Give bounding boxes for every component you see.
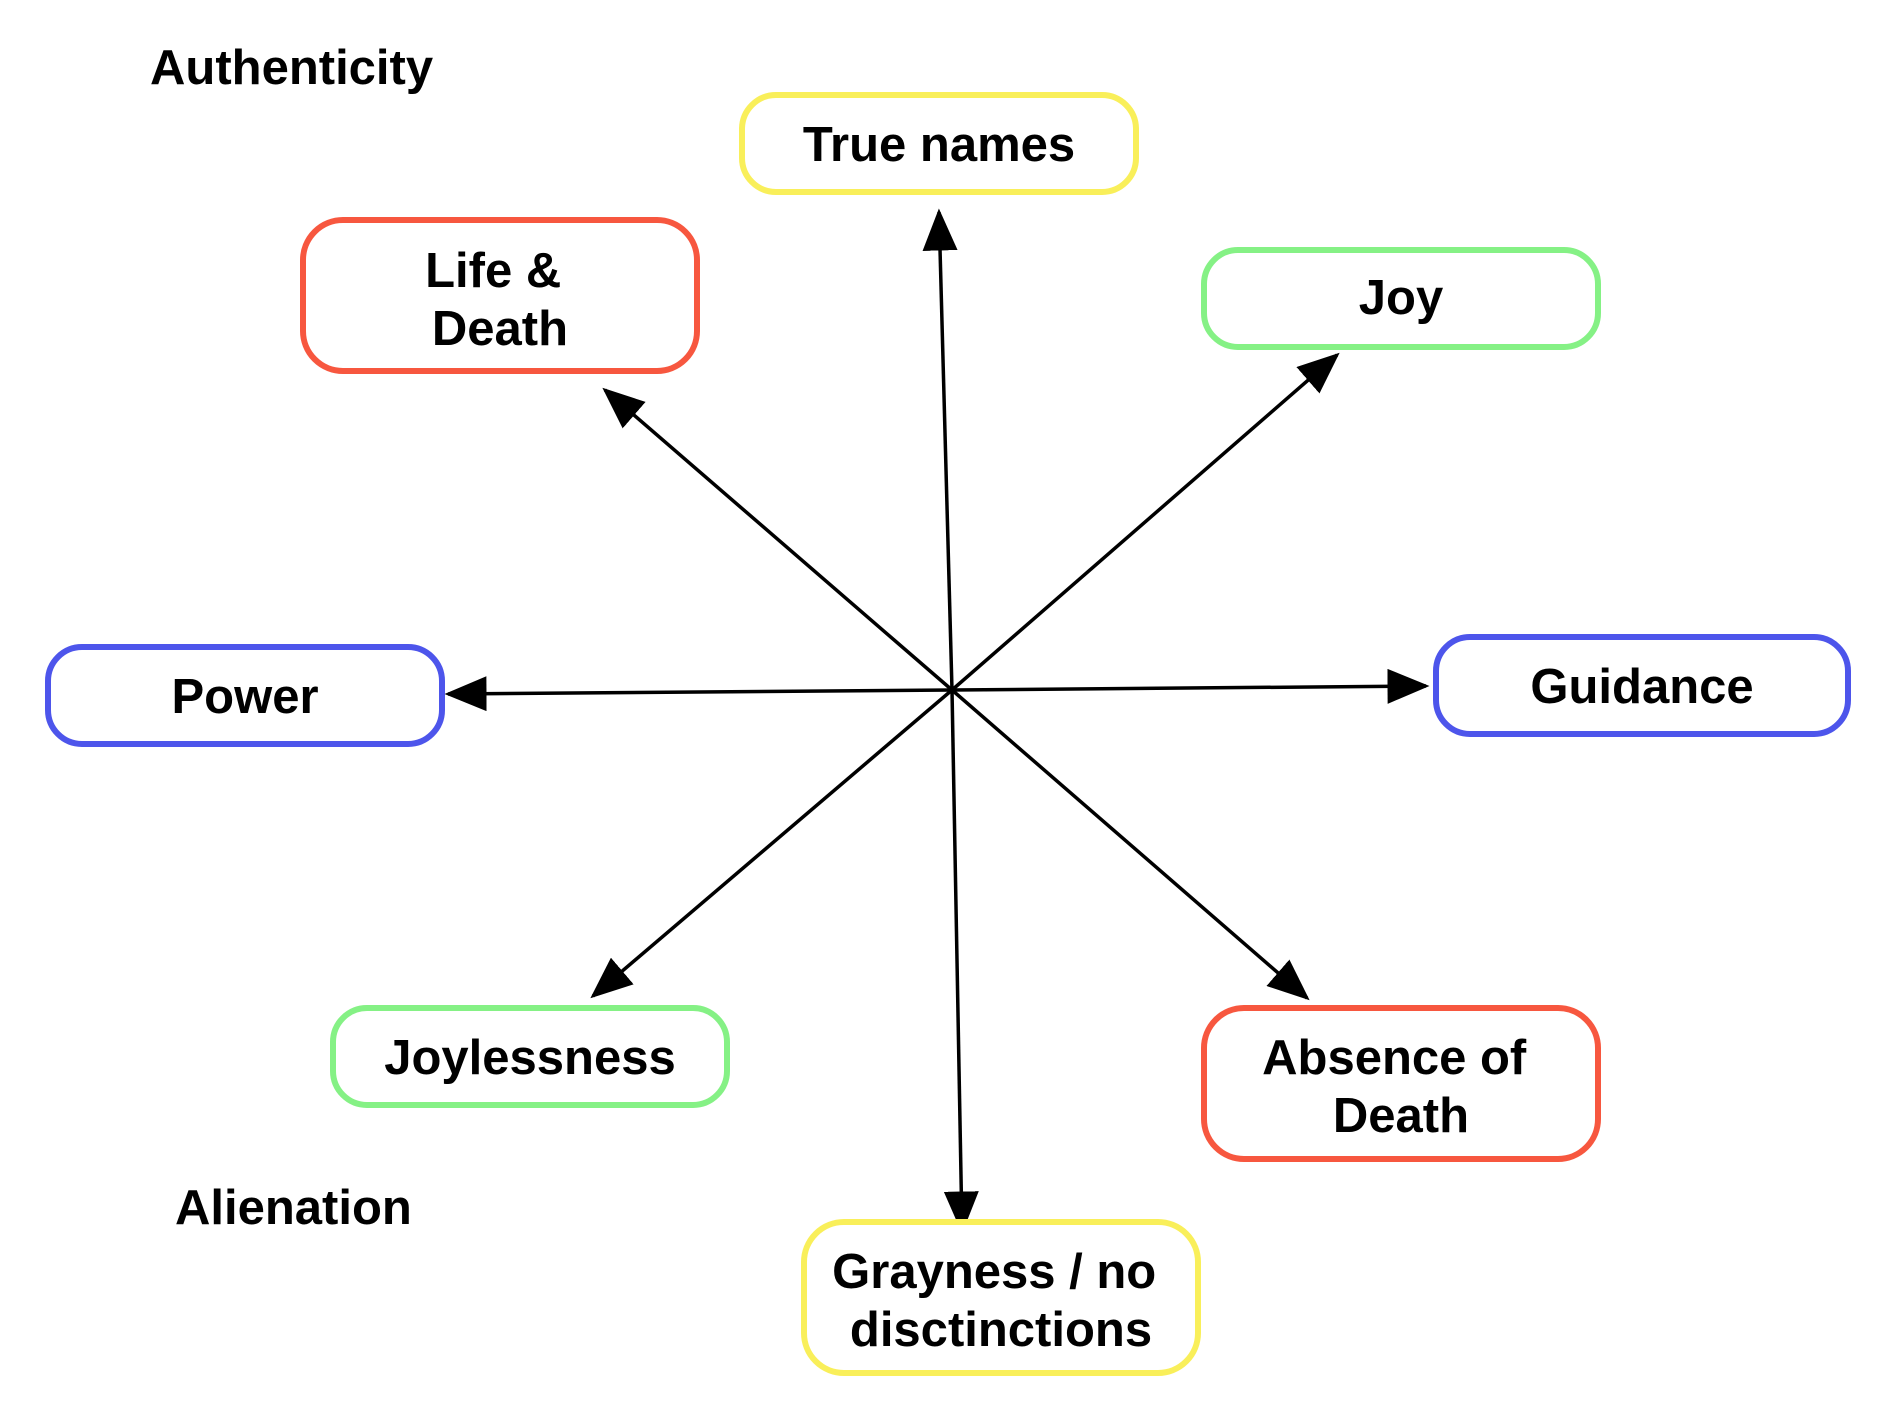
node-absence-of-death: Absence of Death: [1201, 1005, 1601, 1162]
arrow-to-joy: [950, 352, 1340, 692]
arrow-to-true-names: [922, 208, 958, 691]
node-joy-box: [1201, 247, 1601, 350]
node-joy-text: Joy: [1359, 271, 1443, 325]
node-true-names-box: [739, 92, 1139, 195]
node-absence-of-death-text: Absence of Death: [1262, 1031, 1540, 1143]
arrow-to-power: [444, 676, 953, 712]
node-life-death-box: [300, 217, 700, 374]
arrow-to-grayness: [943, 689, 979, 1234]
node-power-box: [45, 644, 445, 747]
node-grayness-box: [801, 1219, 1201, 1376]
arrow-to-life-death: [602, 387, 954, 692]
node-joylessness-text: Joylessness: [384, 1031, 676, 1085]
alienation-label: Alienation: [175, 1181, 412, 1235]
authenticity-label: Authenticity: [150, 41, 433, 95]
node-guidance: Guidance: [1433, 634, 1851, 737]
node-power-text: Power: [171, 670, 318, 724]
node-true-names: True names: [739, 92, 1139, 195]
arrow-to-joylessness: [590, 688, 954, 999]
node-life-death: Life & Death: [300, 217, 700, 374]
node-joylessness-box: [330, 1005, 730, 1108]
node-life-death-text: Life & Death: [425, 244, 575, 356]
arrow-to-guidance: [951, 668, 1430, 704]
node-grayness-text: Grayness / no disctinctions: [832, 1245, 1170, 1357]
node-guidance-box: [1433, 634, 1851, 737]
node-joy: Joy: [1201, 247, 1601, 350]
arrow-to-absence-of-death: [950, 688, 1310, 1001]
node-grayness: Grayness / no disctinctions: [801, 1219, 1201, 1376]
node-guidance-text: Guidance: [1530, 660, 1753, 714]
node-power: Power: [45, 644, 445, 747]
node-joylessness: Joylessness: [330, 1005, 730, 1108]
edges: [444, 208, 1430, 1234]
node-true-names-text: True names: [803, 118, 1075, 172]
node-absence-of-death-box: [1201, 1005, 1601, 1162]
